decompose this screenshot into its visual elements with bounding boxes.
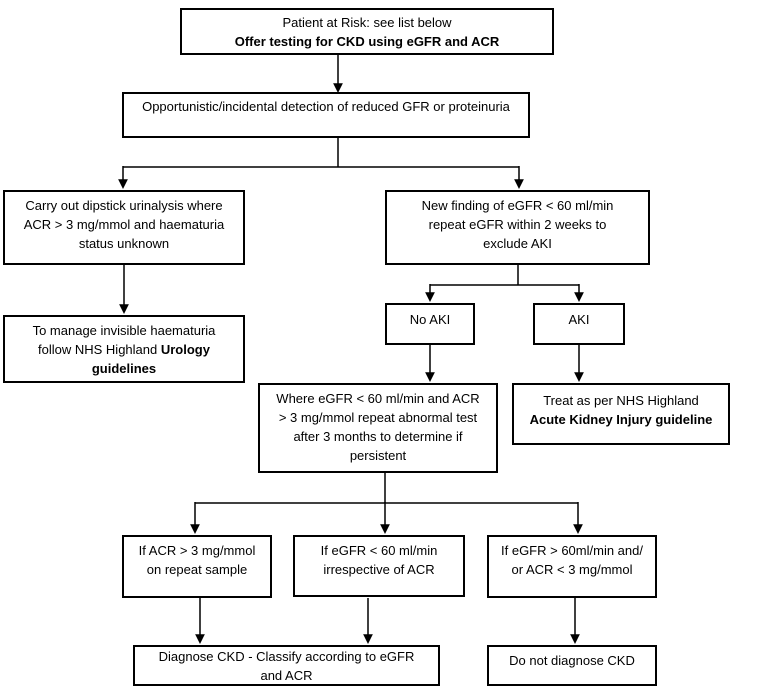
node-aki: AKI — [533, 303, 625, 345]
text-line: Do not diagnose CKD — [509, 653, 635, 668]
text-line: status unknown — [78, 236, 170, 251]
node-urology-guidelines: To manage invisible haematuria follow NH… — [3, 315, 245, 383]
text-line: If eGFR < 60 ml/min — [320, 543, 438, 558]
text-line: To manage invisible haematuria — [32, 323, 216, 338]
text-line: guidelines — [91, 361, 157, 376]
text-line: and ACR — [260, 667, 313, 683]
node-no-aki: No AKI — [385, 303, 475, 345]
text-line: Acute Kidney Injury guideline — [529, 412, 713, 427]
text-line: ACR > 3 mg/mmol and haematuria — [23, 217, 225, 232]
text-line: repeat eGFR within 2 weeks to — [428, 217, 607, 232]
text-line: If ACR > 3 mg/mmol — [138, 543, 256, 558]
text-line: Where eGFR < 60 ml/min and ACR — [276, 391, 480, 406]
text-line: or ACR < 3 mg/mmol — [511, 562, 633, 577]
node-dipstick-urinalysis: Carry out dipstick urinalysis where ACR … — [3, 190, 245, 265]
text-segment: follow NHS Highland — [38, 342, 161, 357]
node-new-finding-egfr: New finding of eGFR < 60 ml/min repeat e… — [385, 190, 650, 265]
text-line: If eGFR > 60ml/min and/ — [501, 543, 643, 558]
text-segment-bold: Urology — [160, 342, 210, 357]
node-egfr-high-acr-low: If eGFR > 60ml/min and/ or ACR < 3 mg/mm… — [487, 535, 657, 598]
node-opportunistic-detection: Opportunistic/incidental detection of re… — [122, 92, 530, 138]
text-line: irrespective of ACR — [323, 562, 435, 577]
text-line: Patient at Risk: see list below — [282, 14, 452, 30]
text-line: after 3 months to determine if — [293, 429, 463, 444]
text-line: follow NHS Highland Urology — [5, 340, 243, 359]
node-egfr-low-irrespective: If eGFR < 60 ml/min irrespective of ACR — [293, 535, 465, 597]
node-patient-at-risk: Patient at Risk: see list below Offer te… — [180, 8, 554, 55]
text-line: on repeat sample — [146, 562, 248, 577]
text-line: Opportunistic/incidental detection of re… — [142, 99, 510, 114]
text-line: Diagnose CKD - Classify according to eGF… — [158, 648, 415, 664]
node-diagnose-ckd: Diagnose CKD - Classify according to eGF… — [133, 645, 440, 686]
text-line: Offer testing for CKD using eGFR and ACR — [234, 33, 500, 49]
text-line: Treat as per NHS Highland — [543, 393, 699, 408]
text-line: persistent — [349, 448, 407, 463]
text-line: New finding of eGFR < 60 ml/min — [421, 198, 614, 213]
node-acr-repeat-sample: If ACR > 3 mg/mmol on repeat sample — [122, 535, 272, 598]
text-line: exclude AKI — [483, 236, 552, 251]
node-do-not-diagnose-ckd: Do not diagnose CKD — [487, 645, 657, 686]
text-line: > 3 mg/mmol repeat abnormal test — [278, 410, 478, 425]
text-line: Carry out dipstick urinalysis where — [25, 198, 223, 213]
text-line: AKI — [568, 312, 590, 327]
node-treat-aki-guideline: Treat as per NHS Highland Acute Kidney I… — [512, 383, 730, 445]
text-line: No AKI — [409, 312, 451, 327]
node-repeat-abnormal-test: Where eGFR < 60 ml/min and ACR > 3 mg/mm… — [258, 383, 498, 473]
